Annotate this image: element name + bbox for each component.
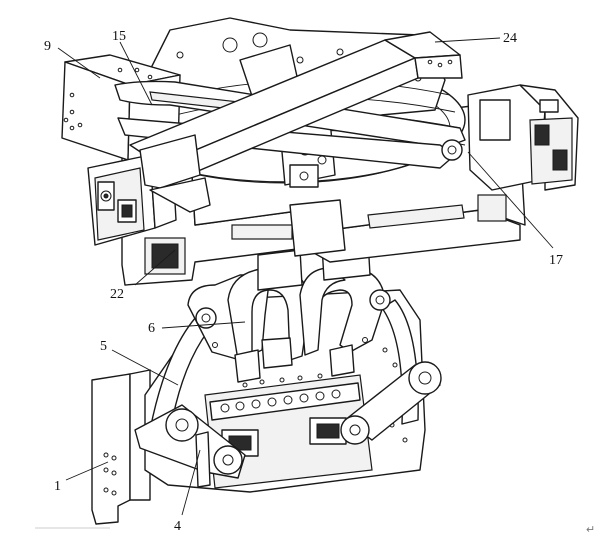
right-motor — [467, 84, 579, 191]
leader-24 — [434, 37, 501, 43]
callout-24: 24 — [503, 31, 517, 46]
callout-9: 9 — [44, 39, 51, 54]
right-link — [340, 361, 442, 445]
callout-15: 15 — [112, 29, 126, 44]
callout-22: 22 — [110, 287, 124, 302]
callouts: 9 15 24 17 22 6 5 1 4 — [44, 29, 563, 534]
leader-17 — [467, 151, 554, 249]
callout-6: 6 — [148, 321, 155, 336]
cross-arm — [129, 31, 463, 213]
callout-4: 4 — [174, 519, 181, 534]
leader-9 — [57, 47, 101, 79]
leader-6 — [161, 321, 246, 329]
callout-5: 5 — [100, 339, 107, 354]
callout-17: 17 — [549, 253, 563, 268]
corner-return-mark: ↵ — [586, 524, 595, 536]
leader-lines — [57, 37, 554, 516]
leader-5 — [111, 349, 179, 386]
leader-22 — [134, 249, 176, 286]
leader-1 — [65, 461, 109, 481]
callout-1: 1 — [54, 479, 61, 494]
leader-15 — [119, 41, 153, 106]
leader-4 — [181, 449, 201, 516]
left-link — [134, 404, 246, 488]
